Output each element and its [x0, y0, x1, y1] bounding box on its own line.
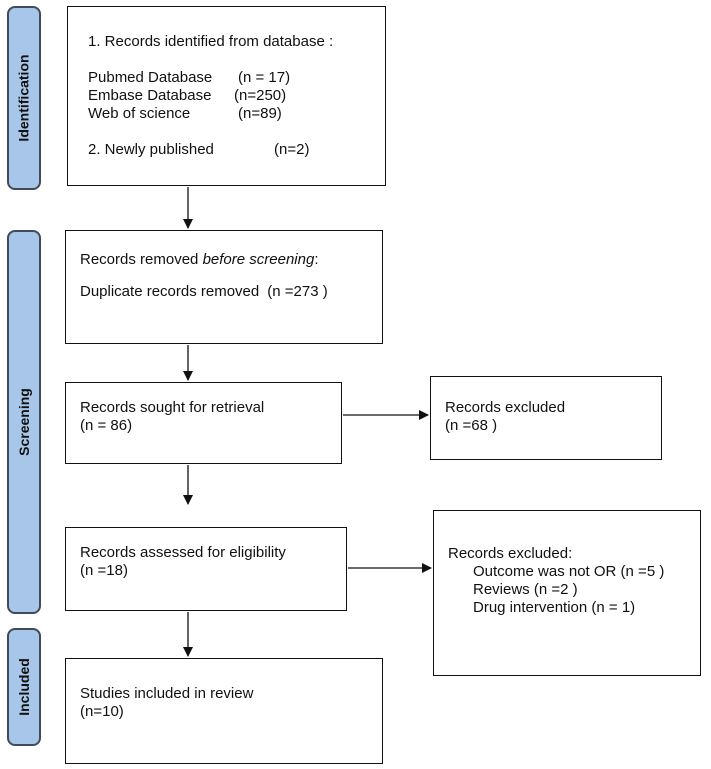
- assessed-count: (n =18): [80, 562, 128, 579]
- removed-italic: before screening: [202, 251, 315, 268]
- assessed-label: Records assessed for eligibility: [80, 544, 286, 561]
- excluded-1-count: (n =68 ): [445, 417, 498, 434]
- embase-line: Embase Database (n=250): [88, 87, 385, 105]
- embase-count: (n=250): [234, 87, 287, 104]
- excluded-box-1: Records excluded (n =68 ): [430, 376, 662, 460]
- included-box: Studies included in review (n=10): [65, 658, 383, 764]
- excluded-2-reason: Drug intervention (n = 1): [473, 599, 636, 616]
- duplicates-line: Duplicate records removed (n =273 ): [80, 283, 382, 301]
- removed-box: Records removed before screening: Duplic…: [65, 230, 383, 344]
- wos-line: Web of science (n=89): [88, 105, 385, 123]
- pubmed-count: (n = 17): [238, 69, 291, 86]
- assessed-box: Records assessed for eligibility (n =18): [65, 527, 347, 611]
- stage-included: Included: [7, 628, 41, 746]
- embase-label: Embase Database: [88, 87, 212, 104]
- sought-box: Records sought for retrieval (n = 86): [65, 382, 342, 464]
- stage-identification: Identification: [7, 6, 41, 190]
- wos-label: Web of science: [88, 105, 191, 122]
- sought-label: Records sought for retrieval: [80, 399, 265, 416]
- excluded-2-reason: Outcome was not OR (n =5 ): [473, 563, 665, 580]
- excluded-box-2: Records excluded: Outcome was not OR (n …: [433, 510, 701, 676]
- stage-screening: Screening: [7, 230, 41, 614]
- excluded-2-reason: Reviews (n =2 ): [473, 581, 578, 598]
- duplicates-label: Duplicate records removed: [80, 283, 260, 300]
- wos-count: (n=89): [238, 105, 282, 122]
- newly-count: (n=2): [274, 141, 310, 158]
- identification-heading: 1. Records identified from database :: [88, 33, 334, 50]
- included-label: Studies included in review: [80, 685, 254, 702]
- pubmed-line: Pubmed Database (n = 17): [88, 69, 385, 87]
- excluded-2-label: Records excluded:: [448, 545, 573, 562]
- included-count: (n=10): [80, 703, 124, 720]
- newly-label: 2. Newly published: [88, 141, 214, 158]
- removed-heading: Records removed before screening:: [80, 251, 382, 269]
- newly-line: 2. Newly published (n=2): [88, 141, 385, 159]
- duplicates-count: (n =273 ): [267, 283, 328, 300]
- removed-prefix: Records removed: [80, 251, 203, 268]
- sought-count: (n = 86): [80, 417, 133, 434]
- excluded-1-label: Records excluded: [445, 399, 566, 416]
- identification-box: 1. Records identified from database : Pu…: [67, 6, 386, 186]
- removed-suffix: :: [314, 251, 319, 268]
- pubmed-label: Pubmed Database: [88, 69, 213, 86]
